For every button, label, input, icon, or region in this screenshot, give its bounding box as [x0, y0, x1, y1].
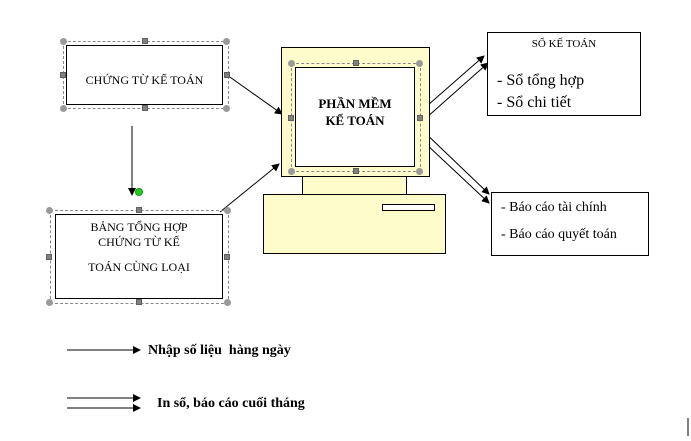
handle [353, 168, 359, 174]
handle [136, 207, 142, 213]
handle [288, 168, 295, 175]
handle [353, 60, 359, 66]
handle [224, 254, 230, 260]
so-chi-tiet: - Sổ chi tiết [497, 94, 572, 111]
handle [416, 60, 423, 67]
monitor-neck [302, 177, 407, 195]
soketoan-box[interactable] [487, 32, 641, 116]
bangtonghop-label-1: BẢNG TỔNG HỢP [90, 220, 188, 234]
computer-base [263, 194, 446, 254]
bangtonghop-label-3: TOÁN CÙNG LOẠI [88, 260, 190, 274]
phanmem-label-1: PHẦN MỀM [318, 96, 392, 111]
legend-monthly-output: In sổ, báo cáo cuối tháng [157, 396, 305, 411]
arrow-phanmem-to-baocao-1 [419, 127, 490, 195]
handle [142, 38, 148, 44]
arrow-phanmem-to-soketoan-1 [419, 55, 485, 113]
disk-drive-slot [382, 204, 435, 211]
handle [136, 299, 142, 305]
handle [142, 105, 148, 111]
handle [46, 254, 52, 260]
handle [224, 72, 230, 78]
arrow-phanmem-to-baocao-2 [425, 143, 490, 204]
handle [60, 38, 67, 45]
handle [46, 207, 53, 214]
bao-cao-quyet-toan: - Báo cáo quyết toán [501, 227, 617, 242]
handle [60, 72, 66, 78]
screen-box[interactable] [295, 67, 415, 167]
rotation-handle[interactable] [135, 188, 143, 196]
arrow-bangtonghop-to-phanmem [219, 163, 280, 213]
handle [288, 60, 295, 67]
handle [417, 115, 423, 121]
handle [223, 105, 230, 112]
legend-daily-input: Nhập số liệu hàng ngày [148, 343, 291, 358]
bangtonghop-box[interactable] [55, 214, 223, 299]
phanmem-label-2: KẾ TOÁN [325, 113, 385, 128]
bangtonghop-label-2: CHỨNG TỪ KẾ [98, 235, 180, 249]
handle [224, 299, 231, 306]
so-tong-hop: - Sổ tổng hợp [497, 72, 585, 89]
handle [288, 115, 294, 121]
handle [223, 38, 230, 45]
handle [416, 168, 423, 175]
bao-cao-tai-chinh: - Báo cáo tài chính [501, 200, 607, 215]
chungtu-box[interactable] [66, 45, 223, 105]
handle [60, 105, 67, 112]
handle [224, 207, 231, 214]
baocao-box[interactable] [491, 192, 649, 256]
handle [46, 299, 53, 306]
arrow-chungtu-to-phanmem [226, 74, 283, 115]
arrow-phanmem-to-soketoan-2 [425, 62, 489, 119]
soketoan-title: SỔ KẾ TOÁN [531, 38, 597, 50]
chungtu-label: CHỨNG TỪ KẾ TOÁN [85, 73, 204, 87]
